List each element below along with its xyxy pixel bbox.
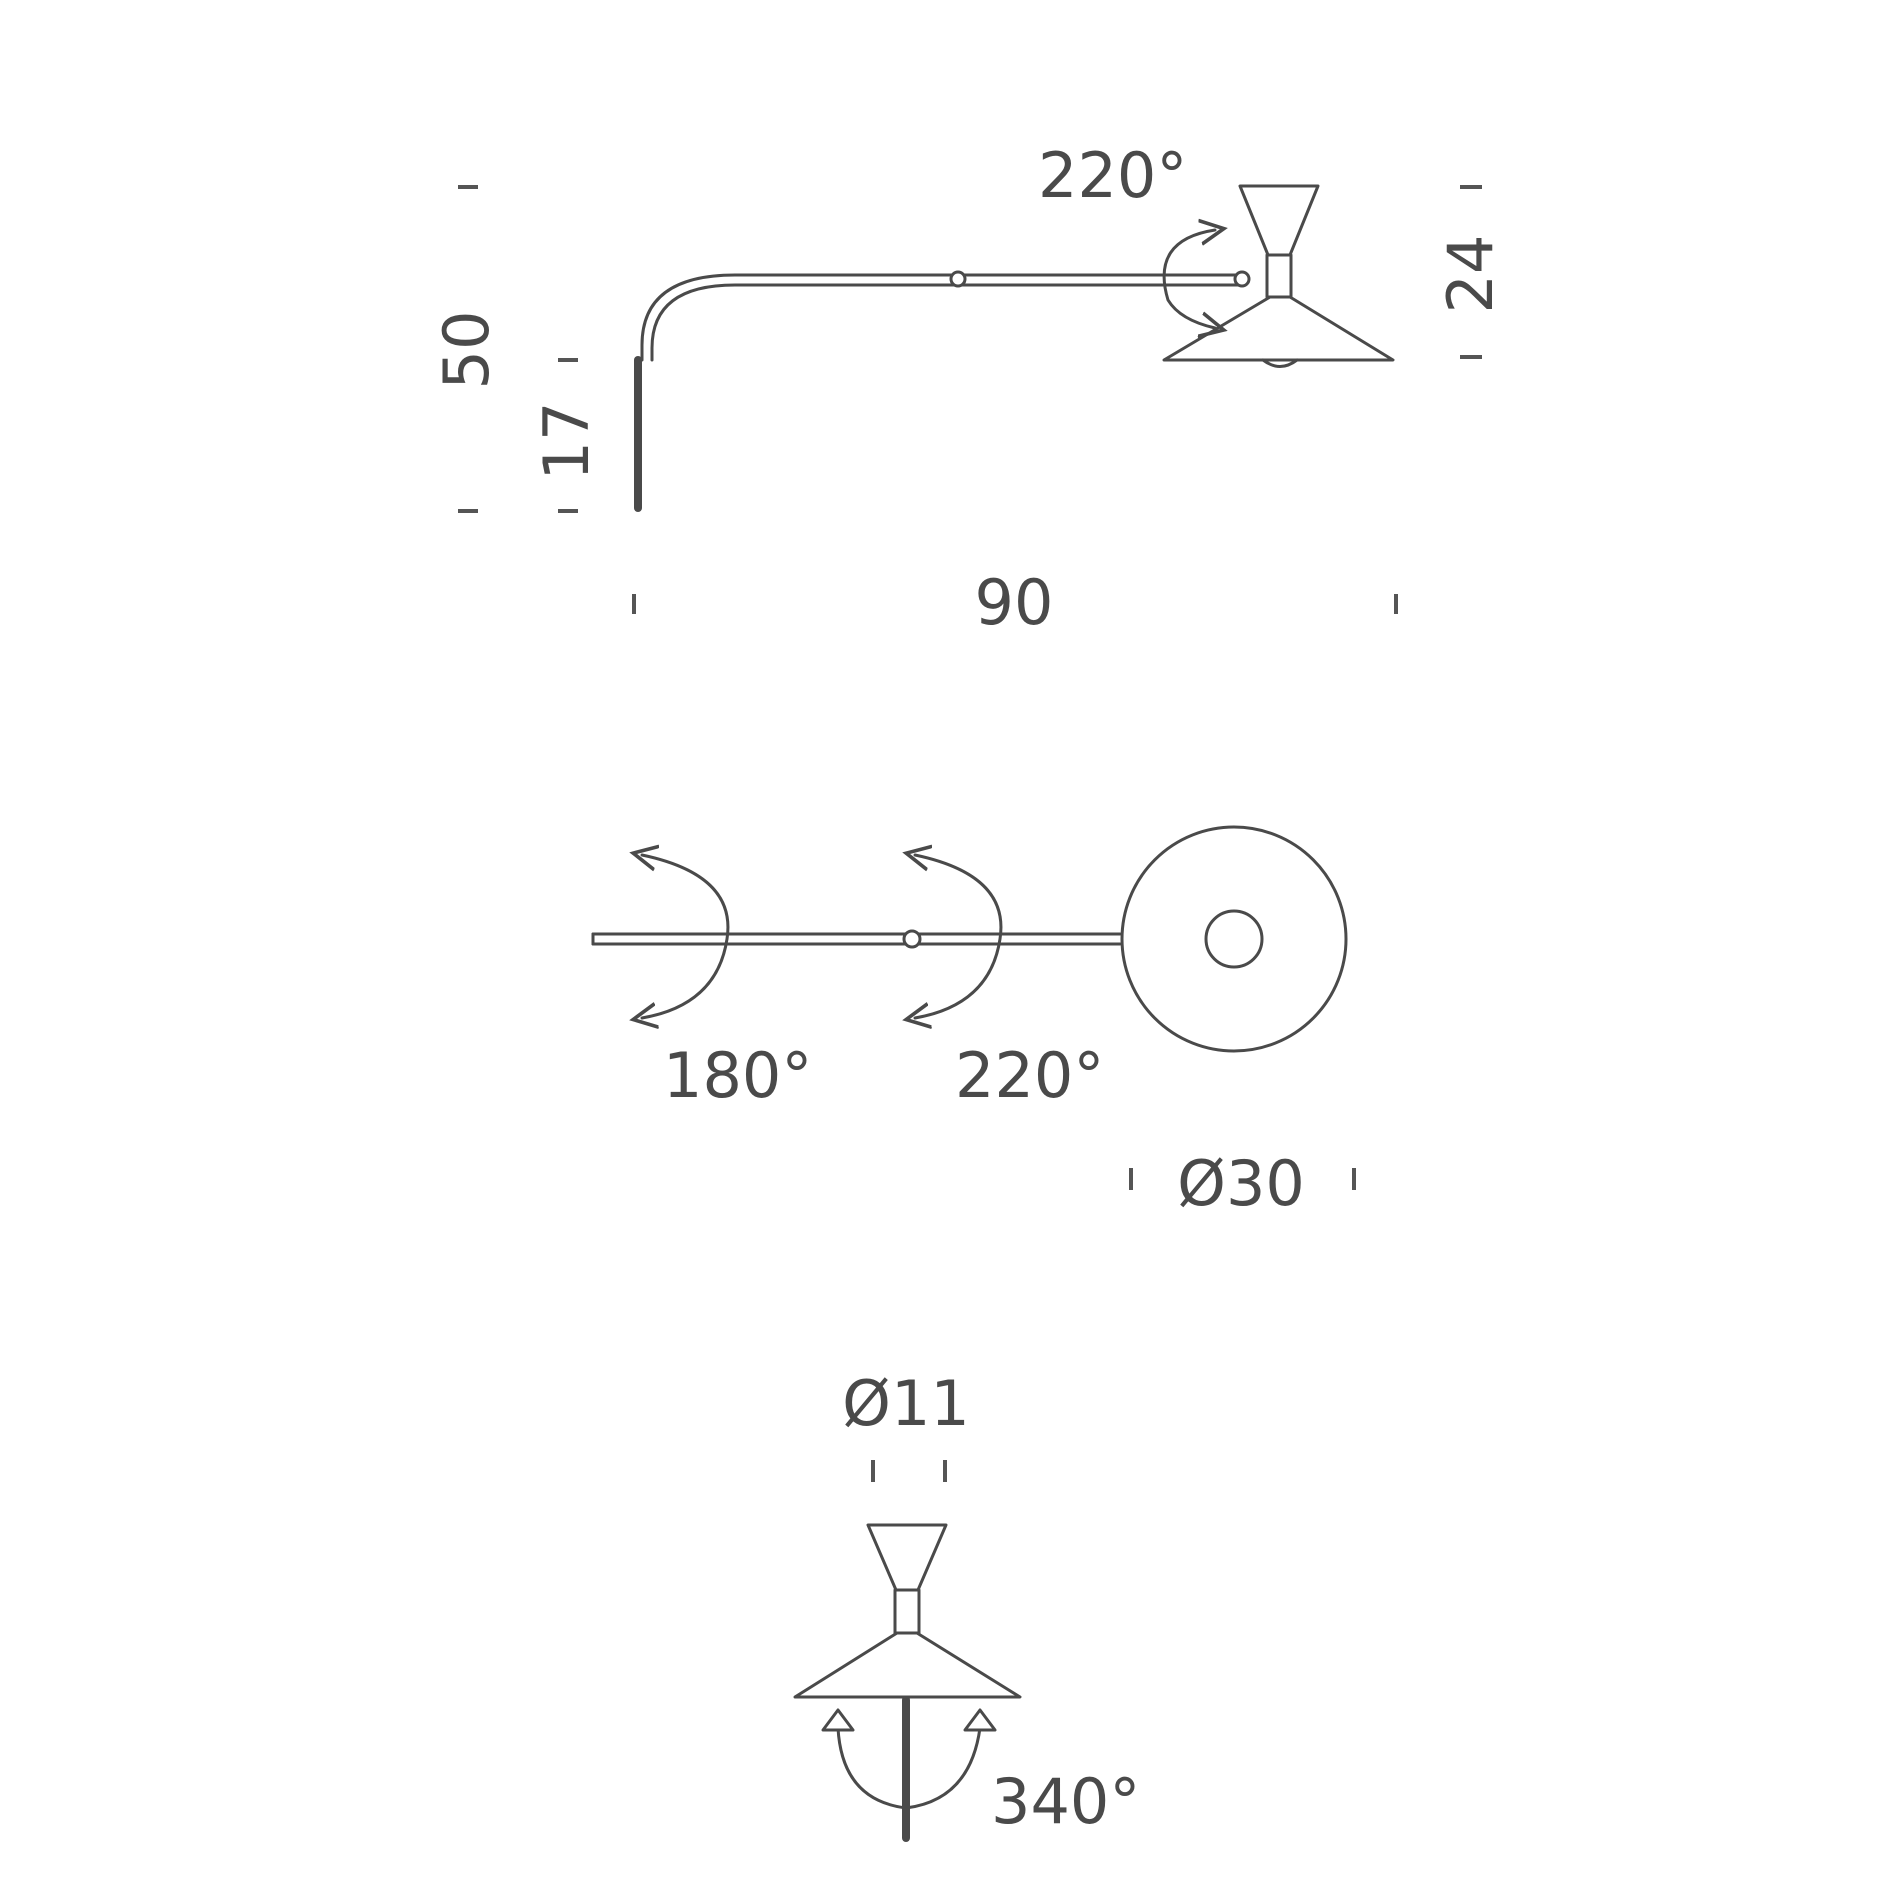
side-bulb <box>1261 358 1299 368</box>
front-lower-shade <box>793 1631 1022 1699</box>
side-lamp-neck <box>1265 253 1293 299</box>
shade-height-label: 24 <box>1434 235 1507 314</box>
front-view: Ø11 340° <box>793 1367 1140 1842</box>
side-rotation-arrow <box>1162 230 1215 328</box>
shade-diameter-label: Ø30 <box>1177 1147 1305 1220</box>
wall-rotation-label: 180° <box>663 1039 812 1112</box>
side-view: 220° 50 17 24 90 <box>430 139 1507 639</box>
swivel-arrowhead-left <box>821 1708 855 1732</box>
swivel-arrowhead-right <box>963 1708 997 1732</box>
top-diameter-label: Ø11 <box>842 1367 970 1440</box>
swivel-angle-label: 340° <box>991 1765 1140 1838</box>
front-upper-cone <box>866 1523 948 1592</box>
side-upper-cone <box>1238 184 1320 257</box>
rotation-arrow-220 <box>915 855 1003 1018</box>
side-arm-inner <box>650 283 1247 362</box>
side-angle-label: 220° <box>1038 139 1187 212</box>
top-shade-center <box>1204 909 1264 969</box>
front-lamp-neck <box>893 1588 921 1635</box>
rotation-arrow-180 <box>642 855 730 1018</box>
top-arm-joint <box>902 929 922 949</box>
base-height-label: 17 <box>530 402 603 481</box>
side-shade-joint <box>1233 270 1251 288</box>
total-height-label: 50 <box>430 311 503 390</box>
side-arm <box>640 273 1247 362</box>
side-lower-shade <box>1162 295 1395 362</box>
swivel-arrow-340 <box>836 1726 982 1810</box>
joint-rotation-label: 220° <box>955 1039 1104 1112</box>
top-view: 180° 220° Ø30 <box>591 825 1356 1220</box>
side-arm-joint <box>949 270 967 288</box>
arm-length-label: 90 <box>975 566 1054 639</box>
